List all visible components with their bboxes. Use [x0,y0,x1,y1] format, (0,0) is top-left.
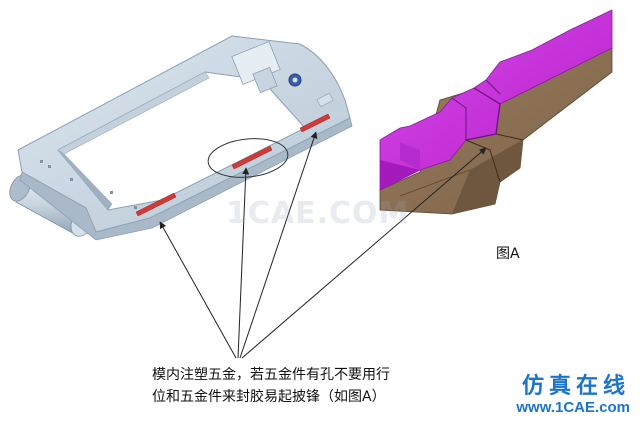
arrow-to-right-insert [239,131,318,359]
metal-inserts [135,113,331,217]
figure-a-label: 图A [496,246,520,262]
section-detail-drawing [379,9,613,215]
brand-logo[interactable]: 仿真在线 www.1CAE.com [516,373,630,417]
frame-slots [40,160,137,209]
arrow-to-section-detail [241,147,487,359]
arrow-to-middle-insert [237,167,250,359]
pointer-arrows [159,131,487,359]
caption-text: 模内注塑五金，若五金件有孔不要用行 位和五金件来封胶易起披锋（如图A） [152,364,482,408]
brand-url-link[interactable]: www.1CAE.com [516,399,630,416]
plastic-top [379,9,613,191]
phone-frame-drawing [9,35,353,241]
caption-line-2: 位和五金件来封胶易起披锋（如图A） [152,389,386,405]
brand-title: 仿真在线 [521,373,630,399]
watermark-text: 1CAE.COM [226,196,410,231]
insert-highlight-ellipse [207,138,289,178]
arrow-to-left-insert [159,221,237,359]
caption-line-1: 模内注塑五金，若五金件有孔不要用行 [152,367,390,383]
